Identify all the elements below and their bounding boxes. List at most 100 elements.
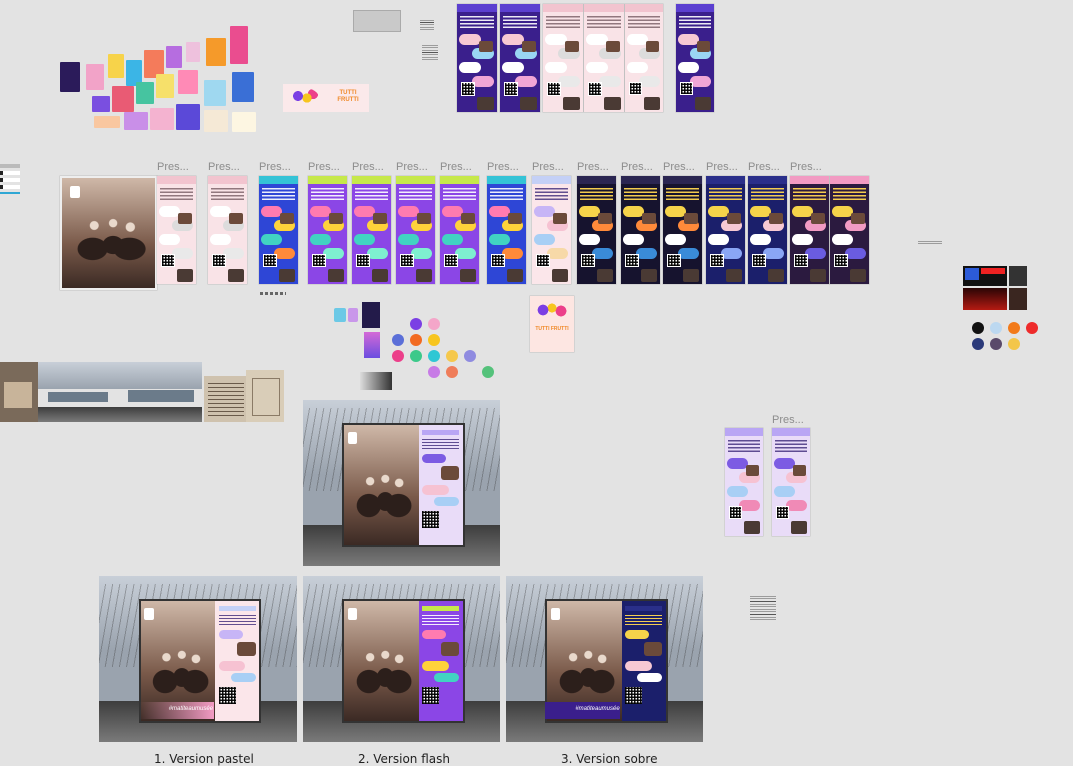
moodboard-tile[interactable]	[186, 42, 200, 62]
poster-frame[interactable]	[532, 176, 571, 284]
moodboard-tile[interactable]	[232, 72, 254, 102]
poster-frame[interactable]	[487, 176, 526, 284]
poster-frame[interactable]	[577, 176, 616, 284]
mockup-main[interactable]	[303, 400, 500, 566]
color-swatch[interactable]	[972, 338, 984, 350]
frame-label[interactable]: Pres...	[440, 161, 472, 173]
color-swatch[interactable]	[410, 350, 422, 362]
color-swatch[interactable]	[428, 350, 440, 362]
moodboard-tile[interactable]	[204, 80, 226, 106]
frame-label[interactable]: Pres...	[157, 161, 189, 173]
moodboard-tile[interactable]	[156, 74, 174, 98]
poster-frame[interactable]	[706, 176, 745, 284]
moodboard-tile[interactable]	[230, 26, 248, 64]
moodboard-tile[interactable]	[204, 110, 228, 132]
frame-label[interactable]: Pres...	[577, 161, 609, 173]
sticky-note[interactable]	[353, 10, 401, 32]
poster-frame[interactable]	[584, 4, 624, 112]
moodboard-tile[interactable]	[60, 62, 80, 92]
color-swatch[interactable]	[428, 334, 440, 346]
frame-label[interactable]: Pres...	[748, 161, 780, 173]
color-swatch[interactable]	[990, 322, 1002, 334]
moodboard-tile[interactable]	[144, 50, 164, 78]
color-swatch[interactable]	[990, 338, 1002, 350]
frame-label[interactable]: Pres...	[208, 161, 240, 173]
moodboard-tile[interactable]	[206, 38, 226, 66]
poster-frame[interactable]	[676, 4, 714, 112]
moodboard-tile[interactable]	[166, 46, 182, 68]
frame-label[interactable]: Pres...	[532, 161, 564, 173]
color-swatch[interactable]	[428, 318, 440, 330]
moodboard-tile[interactable]	[136, 82, 154, 104]
color-swatch[interactable]	[1008, 338, 1020, 350]
site-photo[interactable]	[120, 362, 202, 422]
mockup-pastel[interactable]: #matiteaumusée	[99, 576, 297, 742]
poster-frame[interactable]	[157, 176, 196, 284]
poster-frame[interactable]	[440, 176, 479, 284]
color-swatch[interactable]	[446, 366, 458, 378]
reference-screenshots[interactable]	[963, 266, 1027, 310]
poster-frame[interactable]	[500, 4, 540, 112]
moodboard-tile[interactable]	[178, 70, 198, 94]
site-photo[interactable]	[204, 376, 248, 422]
poster-frame[interactable]	[457, 4, 497, 112]
poster-frame[interactable]	[790, 176, 829, 284]
moodboard-tile[interactable]	[92, 96, 110, 112]
color-swatch[interactable]	[464, 350, 476, 362]
frame-label[interactable]: Pres...	[259, 161, 291, 173]
tutti-frutti-poster[interactable]: TUTTI FRUTTI	[530, 296, 574, 352]
poster-frame[interactable]	[259, 176, 298, 284]
color-swatch[interactable]	[1026, 322, 1038, 334]
color-swatch[interactable]	[410, 318, 422, 330]
poster-frame[interactable]	[625, 4, 663, 112]
site-photo[interactable]	[38, 362, 120, 422]
site-photo[interactable]	[0, 362, 38, 422]
poster-frame[interactable]	[748, 176, 787, 284]
frame-label[interactable]: Pres...	[396, 161, 428, 173]
moodboard-tile[interactable]	[86, 64, 104, 90]
frame-label[interactable]: Pres...	[352, 161, 384, 173]
poster-frame[interactable]	[308, 176, 347, 284]
poster-frame[interactable]	[208, 176, 247, 284]
color-swatch[interactable]	[410, 334, 422, 346]
frame-label[interactable]: Pres...	[772, 414, 804, 426]
moodboard-tile[interactable]	[126, 60, 142, 86]
mockup-flash[interactable]	[303, 576, 500, 742]
color-swatch[interactable]	[972, 322, 984, 334]
color-swatch[interactable]	[482, 366, 494, 378]
frame-label[interactable]: Pres...	[487, 161, 519, 173]
color-swatch[interactable]	[446, 350, 458, 362]
poster-header	[259, 176, 298, 184]
moodboard-tile[interactable]	[112, 86, 134, 112]
frame-label[interactable]: Pres...	[706, 161, 738, 173]
poster-frame[interactable]	[396, 176, 435, 284]
tutti-frutti-banner[interactable]: TUTTI FRUTTI	[283, 84, 369, 112]
frame-label[interactable]: Pres...	[308, 161, 340, 173]
poster-frame[interactable]	[725, 428, 763, 536]
moodboard-tile[interactable]	[232, 112, 256, 132]
mockup-sobre[interactable]: #matiteaumusée	[506, 576, 703, 742]
poster-frame[interactable]	[830, 176, 869, 284]
poster-frame[interactable]	[772, 428, 810, 536]
frame-label[interactable]: Pres...	[621, 161, 653, 173]
moodboard-tile[interactable]	[108, 54, 124, 78]
frame-label[interactable]: Pres...	[790, 161, 822, 173]
moodboard-tile[interactable]	[176, 104, 200, 130]
color-swatch[interactable]	[428, 366, 440, 378]
moodboard-tile[interactable]	[124, 112, 148, 130]
color-swatch[interactable]	[392, 334, 404, 346]
color-swatch[interactable]	[392, 350, 404, 362]
moodboard-tile[interactable]	[150, 108, 174, 130]
layer-stack[interactable]	[0, 164, 20, 204]
color-swatch[interactable]	[1008, 322, 1020, 334]
thumbnail-cluster[interactable]	[334, 302, 392, 392]
site-photo[interactable]	[246, 370, 284, 422]
moodboard-tile[interactable]	[94, 116, 120, 128]
poster-mockup-sepia[interactable]	[60, 176, 157, 290]
moodboard-cluster[interactable]	[58, 24, 258, 134]
poster-frame[interactable]	[663, 176, 702, 284]
poster-frame[interactable]	[352, 176, 391, 284]
frame-label[interactable]: Pres...	[663, 161, 695, 173]
poster-frame[interactable]	[543, 4, 583, 112]
poster-frame[interactable]	[621, 176, 660, 284]
